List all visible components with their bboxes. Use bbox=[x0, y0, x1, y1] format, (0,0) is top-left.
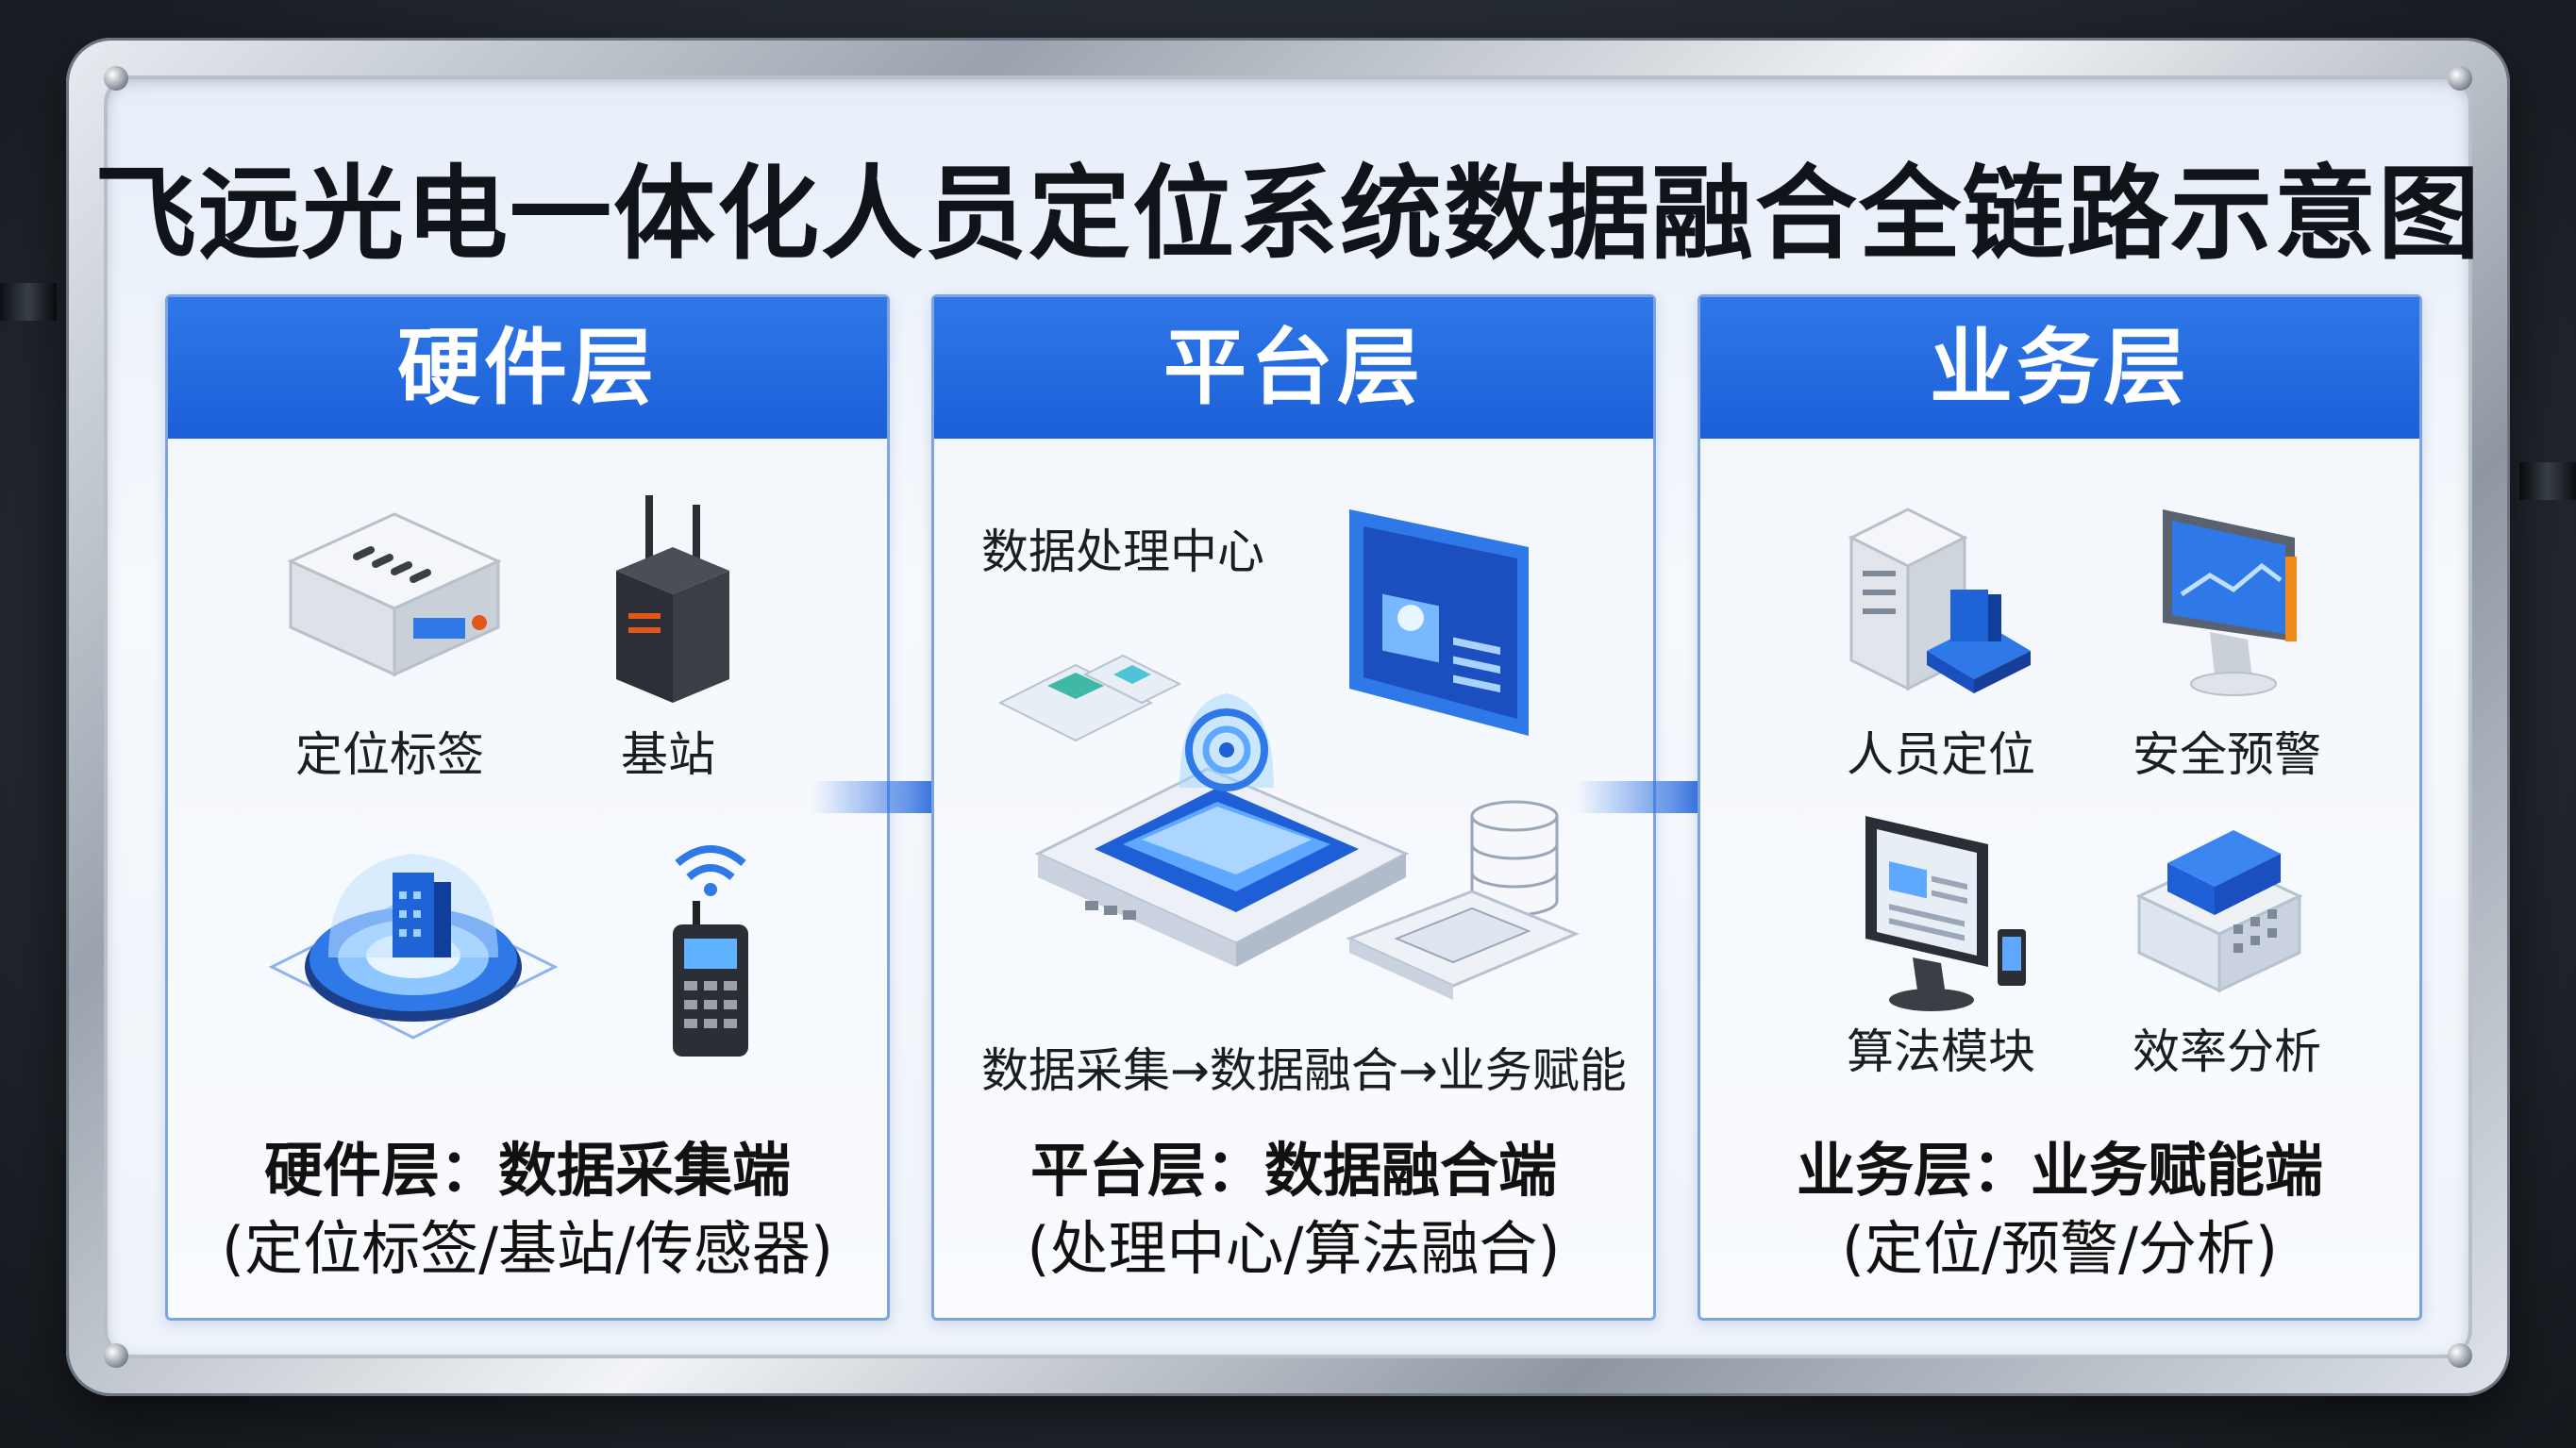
positioning-tag-icon bbox=[287, 512, 502, 677]
panel-header: 硬件层 bbox=[168, 297, 887, 439]
panel-summary-title: 业务层：业务赋能端 bbox=[1796, 1136, 2323, 1205]
screw-icon bbox=[2448, 66, 2472, 91]
workstation-icon bbox=[1865, 816, 2026, 1011]
base-station-icon bbox=[616, 495, 729, 703]
database-icon bbox=[1470, 800, 1559, 917]
panel-header: 平台层 bbox=[934, 297, 1653, 439]
platform-center-label: 数据处理中心 bbox=[981, 524, 1264, 579]
analysis-device-icon bbox=[2135, 830, 2303, 993]
alert-monitor-icon bbox=[2163, 509, 2297, 696]
server-person-icon bbox=[1848, 508, 2031, 693]
sensor-tower-icon bbox=[268, 854, 559, 1040]
panel-summary-title: 硬件层：数据采集端 bbox=[263, 1136, 791, 1205]
screw-icon bbox=[2448, 1343, 2472, 1368]
handheld-radio-icon bbox=[673, 845, 748, 1057]
panel-hardware: 硬件层 定位标签 基站 bbox=[165, 294, 890, 1321]
item-label: 基站 bbox=[621, 727, 715, 782]
panel-summary-detail: (定位/预警/分析) bbox=[1841, 1214, 2279, 1283]
panel-summary-title: 平台层：数据融合端 bbox=[1029, 1136, 1557, 1205]
bg-light-strip-left bbox=[0, 283, 57, 321]
screw-icon bbox=[104, 66, 128, 91]
panel-business: 业务层 人员定位 安全预警 bbox=[1698, 294, 2422, 1321]
monitor-screen-icon bbox=[1349, 509, 1529, 736]
panel-summary-detail: (定位标签/基站/传感器) bbox=[221, 1214, 834, 1283]
item-label: 安全预警 bbox=[2133, 727, 2321, 782]
item-label: 效率分析 bbox=[2133, 1024, 2321, 1079]
item-label: 算法模块 bbox=[1847, 1024, 2035, 1079]
flow-text: 数据采集→数据融合→业务赋能 bbox=[981, 1043, 1627, 1098]
panel-platform: 平台层 数据处理中心 bbox=[931, 294, 1656, 1321]
bg-light-strip-right bbox=[2519, 462, 2576, 500]
data-processing-platform-icon bbox=[997, 654, 1410, 967]
keyboard-icon bbox=[1346, 890, 1580, 1000]
item-label: 人员定位 bbox=[1847, 727, 2035, 782]
item-label: 定位标签 bbox=[295, 727, 484, 782]
screw-icon bbox=[104, 1343, 128, 1368]
diagram-title: 飞远光电一体化人员定位系统数据融合全链路示意图 bbox=[93, 156, 2482, 274]
panel-header: 业务层 bbox=[1700, 297, 2419, 439]
panel-summary-detail: (处理中心/算法融合) bbox=[1027, 1214, 1561, 1283]
